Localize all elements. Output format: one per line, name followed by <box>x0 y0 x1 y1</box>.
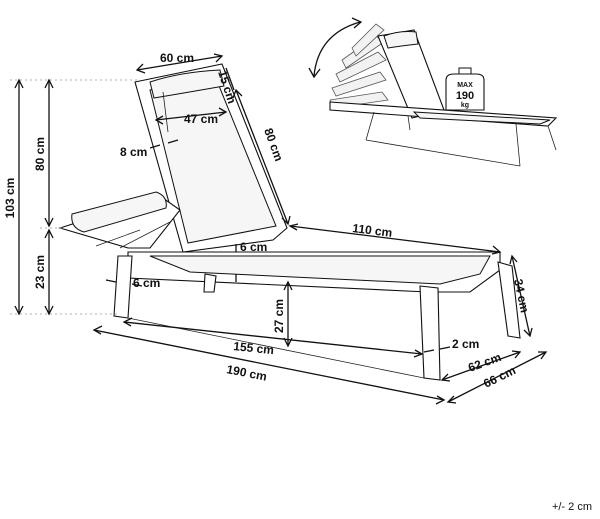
rotation-arrow-icon <box>313 21 361 77</box>
label-seat-length: 110 cm <box>352 221 393 240</box>
label-inner-length: 155 cm <box>233 339 275 357</box>
label-seat-frame: 6 cm <box>240 240 267 254</box>
lounger-drawing <box>58 63 521 381</box>
max-load-line2: 190 <box>456 90 474 102</box>
max-load-line3: kg <box>461 102 469 109</box>
label-total-length: 190 cm <box>225 362 268 384</box>
label-backrest-inner-width: 47 cm <box>184 112 218 126</box>
front-leg-left <box>419 285 441 381</box>
headrest-pillow <box>149 69 225 99</box>
max-load-weight-icon <box>445 67 485 111</box>
rear-inner-leg <box>203 273 217 293</box>
label-frame-thickness: 8 cm <box>120 145 147 159</box>
tolerance-note: +/- 2 cm <box>551 501 592 513</box>
label-backrest-width: 60 cm <box>160 51 194 65</box>
label-leg-thickness: 2 cm <box>452 337 479 351</box>
label-front-height: 34 cm <box>511 278 532 314</box>
inset-headrest <box>383 31 419 49</box>
recline-positions-inset: MAX 190 kg <box>308 17 558 167</box>
front-leg-right <box>497 261 521 339</box>
side-pillow <box>71 191 167 233</box>
reference-lines <box>10 79 140 315</box>
label-total-height: 103 cm <box>3 178 17 219</box>
label-leg-height: 27 cm <box>272 299 286 333</box>
label-armrest-frame: 6 cm <box>133 276 160 290</box>
label-backrest-height: 80 cm <box>33 137 47 171</box>
label-backrest-length: 80 cm <box>261 126 286 163</box>
seat-fabric <box>149 255 491 285</box>
rear-leg <box>113 255 133 319</box>
dimension-arrows <box>14 53 548 405</box>
label-seat-height: 23 cm <box>33 255 47 289</box>
max-load-line1: MAX <box>457 82 473 89</box>
